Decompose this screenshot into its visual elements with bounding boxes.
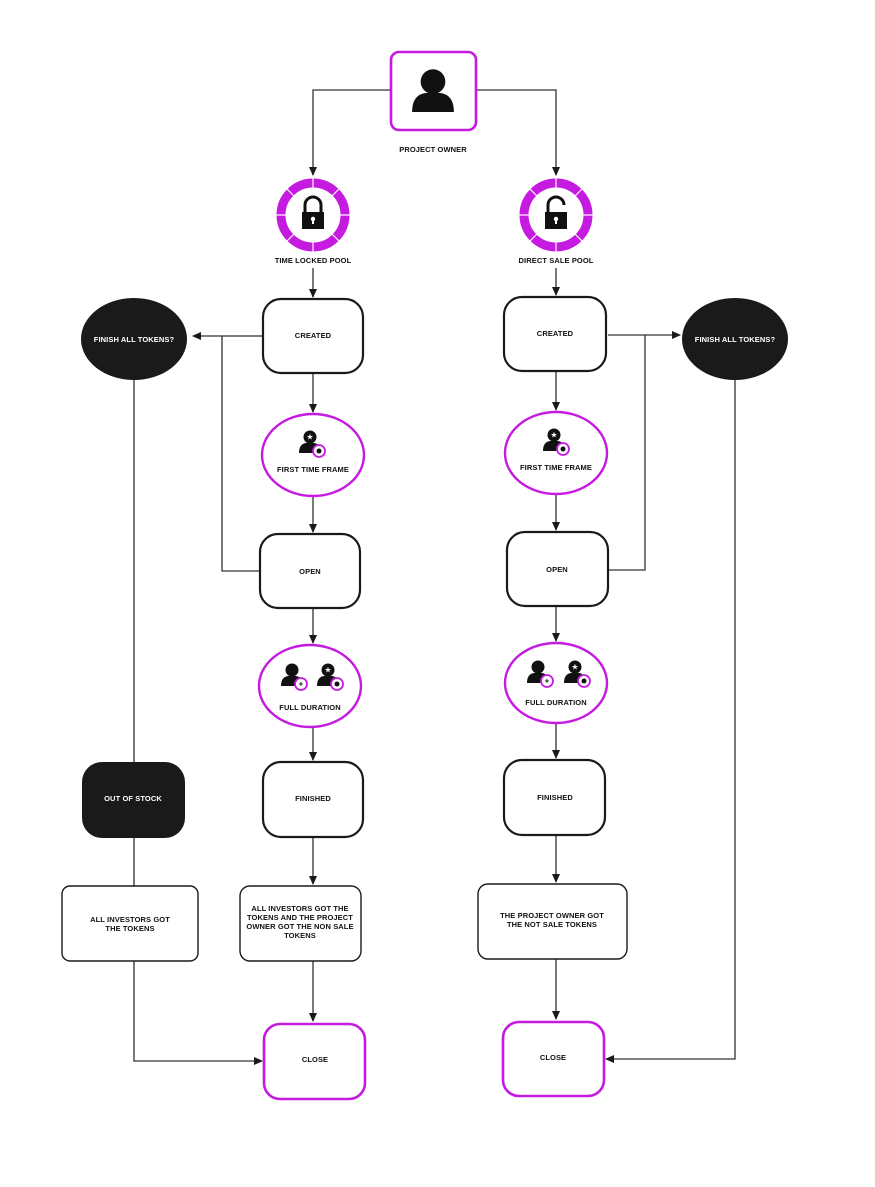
result-line-2-right: THE NOT SALE TOKENS xyxy=(507,920,597,929)
side-result-node-left[interactable]: ALL INVESTORS GOT THE TOKENS xyxy=(61,885,199,962)
close-node-right[interactable]: CLOSE xyxy=(501,1020,606,1098)
person-star-gear-icon: ★ xyxy=(317,663,344,691)
open-node-right[interactable]: OPEN xyxy=(505,530,610,608)
open-label-left: OPEN xyxy=(299,567,321,576)
svg-text:★: ★ xyxy=(324,666,331,675)
result-node-right[interactable]: THE PROJECT OWNER GOT THE NOT SALE TOKEN… xyxy=(477,883,628,960)
lock-open-icon xyxy=(545,195,567,229)
svg-text:★: ★ xyxy=(550,431,557,440)
full-duration-label-right: FULL DURATION xyxy=(525,698,586,707)
result-line-3-left: OWNER GOT THE NON SALE xyxy=(246,922,353,931)
person-plus-icon: + xyxy=(281,663,308,691)
svg-text:+: + xyxy=(545,677,550,686)
person-star-gear-icon: ★ xyxy=(564,660,591,688)
finished-label-right: FINISHED xyxy=(537,793,573,802)
arrow-owner-to-timelocked xyxy=(309,89,390,176)
project-owner-node[interactable]: PROJECT OWNER xyxy=(389,50,478,154)
out-of-stock-node[interactable]: OUT OF STOCK xyxy=(82,762,185,838)
lock-closed-icon xyxy=(302,195,324,229)
created-label-right: CREATED xyxy=(537,329,574,338)
created-node-left[interactable]: CREATED xyxy=(261,297,365,375)
svg-text:+: + xyxy=(299,680,304,689)
svg-text:★: ★ xyxy=(306,433,313,442)
time-locked-pool-label: TIME LOCKED POOL xyxy=(275,256,352,265)
arrow-decision-to-close-right xyxy=(605,380,736,1063)
side-result-line-2: THE TOKENS xyxy=(105,924,154,933)
finished-node-left[interactable]: FINISHED xyxy=(261,760,365,839)
person-plus-icon: + xyxy=(527,660,554,688)
open-label-right: OPEN xyxy=(546,565,568,574)
decision-node-left[interactable]: FINISH ALL TOKENS? xyxy=(81,298,187,380)
connectors xyxy=(133,89,736,1065)
arrow-sideresult-to-close-left xyxy=(133,961,263,1065)
decision-label-left: FINISH ALL TOKENS? xyxy=(94,335,175,344)
person-star-gear-icon: ★ xyxy=(299,430,326,458)
line-open-to-decision-right xyxy=(609,335,646,571)
full-duration-label-left: FULL DURATION xyxy=(279,703,340,712)
first-time-frame-node-left[interactable]: ★ FIRST TIME FRAME xyxy=(260,412,366,498)
result-line-1-left: ALL INVESTORS GOT THE xyxy=(251,904,348,913)
created-label-left: CREATED xyxy=(295,331,332,340)
side-result-line-1: ALL INVESTORS GOT xyxy=(90,915,170,924)
result-line-2-left: TOKENS AND THE PROJECT xyxy=(247,913,353,922)
project-owner-label: PROJECT OWNER xyxy=(399,145,467,154)
open-node-left[interactable]: OPEN xyxy=(258,532,362,610)
result-line-4-left: TOKENS xyxy=(284,931,316,940)
direct-sale-pool-node[interactable]: DIRECT SALE POOL xyxy=(519,178,594,265)
direct-sale-pool-label: DIRECT SALE POOL xyxy=(519,256,594,265)
person-star-gear-icon: ★ xyxy=(543,428,570,456)
time-locked-pool-node[interactable]: TIME LOCKED POOL xyxy=(275,178,352,265)
close-label-left: CLOSE xyxy=(302,1055,328,1064)
decision-label-right: FINISH ALL TOKENS? xyxy=(695,335,776,344)
full-duration-node-right[interactable]: + ★ FULL DURATION xyxy=(503,641,609,725)
result-line-1-right: THE PROJECT OWNER GOT xyxy=(500,911,604,920)
result-node-left[interactable]: ALL INVESTORS GOT THE TOKENS AND THE PRO… xyxy=(239,885,362,962)
first-time-frame-node-right[interactable]: ★ FIRST TIME FRAME xyxy=(503,410,609,496)
line-open-to-decision-left xyxy=(221,336,260,572)
decision-node-right[interactable]: FINISH ALL TOKENS? xyxy=(682,298,788,380)
created-node-right[interactable]: CREATED xyxy=(502,295,608,373)
svg-text:★: ★ xyxy=(571,663,578,672)
first-time-frame-label-left: FIRST TIME FRAME xyxy=(277,465,349,474)
finished-node-right[interactable]: FINISHED xyxy=(502,758,607,837)
first-time-frame-label-right: FIRST TIME FRAME xyxy=(520,463,592,472)
arrow-owner-to-directsale xyxy=(477,89,560,176)
close-label-right: CLOSE xyxy=(540,1053,566,1062)
close-node-left[interactable]: CLOSE xyxy=(262,1022,367,1101)
out-of-stock-label: OUT OF STOCK xyxy=(104,794,162,803)
full-duration-node-left[interactable]: + ★ FULL DURATION xyxy=(257,643,363,729)
finished-label-left: FINISHED xyxy=(295,794,331,803)
